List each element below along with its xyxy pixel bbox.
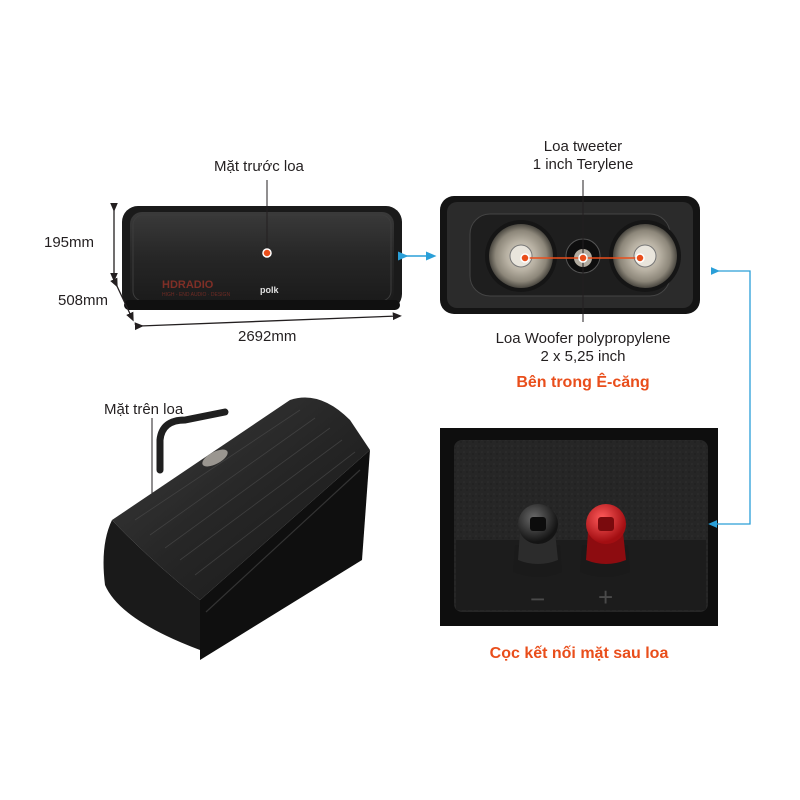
height-dimension: 195mm [44,234,95,251]
negative-terminal [513,504,562,577]
watermark-brand: HDRADIO [162,279,214,291]
polk-logo: polk [260,285,279,295]
depth-dimension: 508mm [58,292,109,309]
dimension-lines [110,202,402,331]
top-speaker [103,397,370,660]
woofer-line2: 2 x 5,25 inch [540,348,626,365]
inside-speaker [440,196,700,314]
positive-terminal [580,504,630,577]
front-label: Mặt trước loa [214,158,304,175]
watermark-tagline: HIGH - END AUDIO · DESIGN [162,292,231,298]
top-label: Mặt trên loa [104,401,184,418]
connector-arrow [708,267,751,528]
woofer-line1: Loa Woofer polypropylene [495,330,671,347]
inside-caption: Bên trong Ê-căng [516,374,650,391]
rear-terminal-panel [440,428,718,626]
rear-caption: Cọc kết nối mặt sau loa [489,645,669,662]
minus-marking: − [530,584,546,614]
front-speaker [122,206,402,310]
plus-marking: + [598,582,614,612]
tweeter-line1: Loa tweeter [543,138,623,155]
width-dimension: 2692mm [238,328,297,345]
tweeter-line2: 1 inch Terylene [532,156,634,173]
